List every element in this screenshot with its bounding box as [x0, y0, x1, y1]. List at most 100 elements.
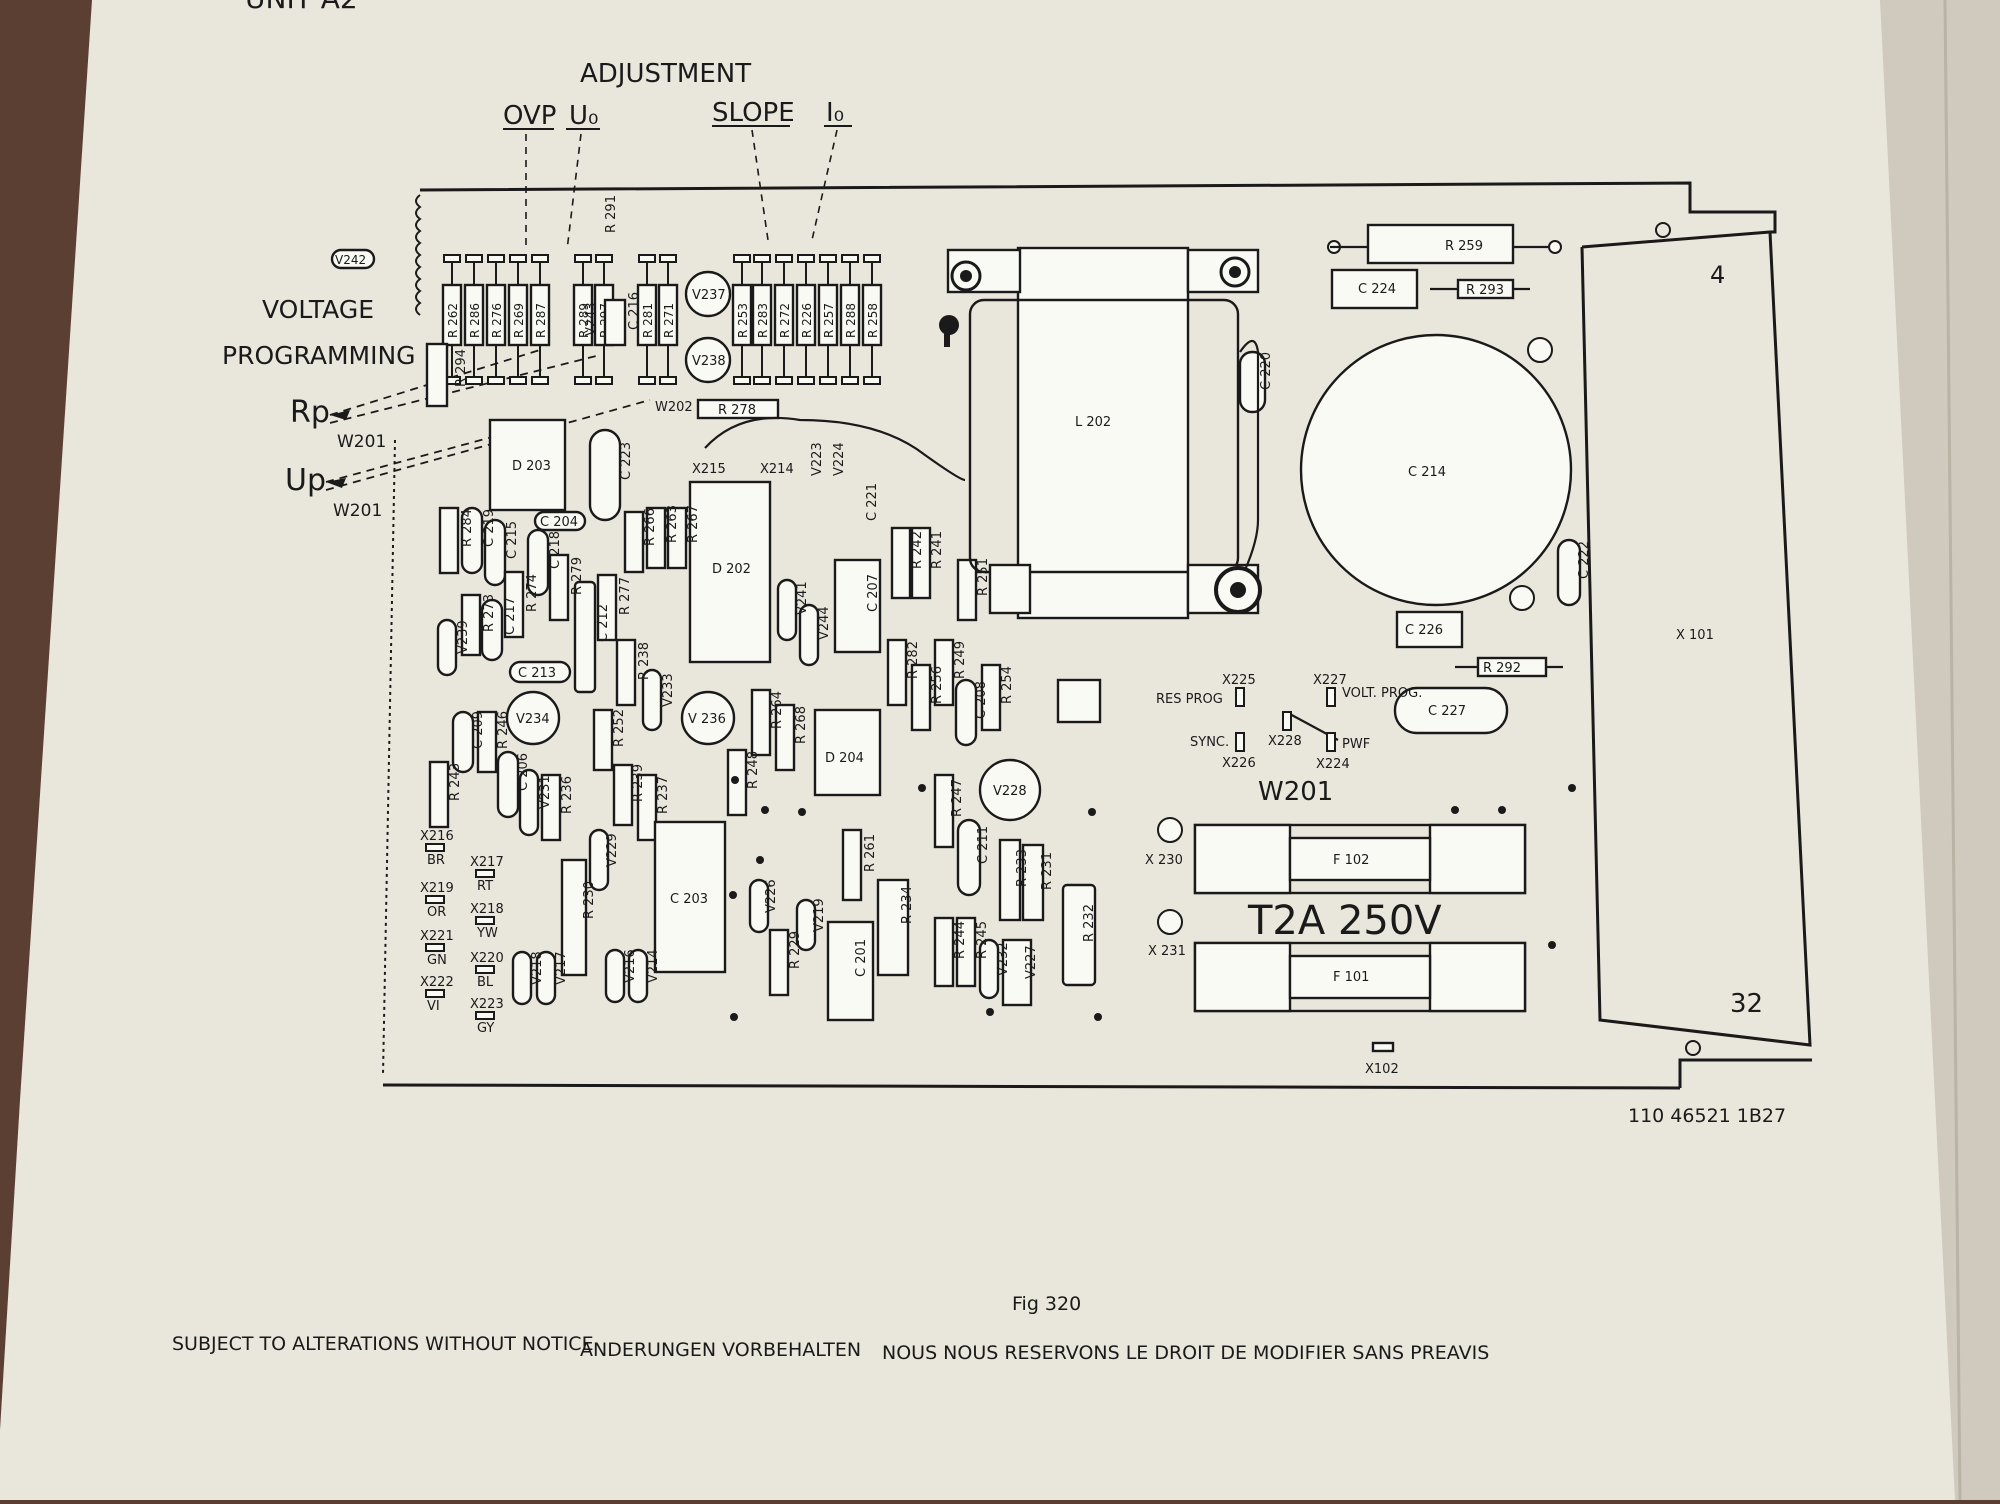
label-c216: C 216 — [627, 292, 642, 330]
connector-pin-4: 4 — [1710, 261, 1725, 289]
label-r233: R 233 — [1015, 849, 1030, 887]
label-v236: V 236 — [688, 712, 726, 727]
resistor-r271: R 271 — [657, 254, 679, 385]
resistor-r269: R 269 — [507, 254, 529, 385]
cap-c209 — [451, 710, 475, 774]
label-v244: V244 — [817, 606, 832, 640]
label-x225: X225 — [1222, 673, 1256, 688]
resistor-r226: R 226 — [795, 254, 817, 385]
label-d204: D 204 — [825, 751, 864, 766]
cap-c217 — [480, 598, 504, 662]
resistor-label: R 253 — [736, 303, 750, 338]
label-r246: R 246 — [496, 711, 511, 749]
label-v216: V216 — [623, 949, 638, 983]
label-v227: V227 — [1024, 945, 1039, 979]
transistor-v228 — [978, 758, 1042, 822]
label-r256: R 256 — [930, 666, 945, 704]
diode-v233 — [641, 668, 663, 732]
label-v238: V238 — [692, 354, 726, 369]
label-w202: W202 — [655, 400, 693, 415]
terminal-id: X217 — [470, 855, 504, 870]
adjust-slope-label: SLOPE — [712, 98, 795, 128]
inductor-l202-core — [968, 298, 1240, 574]
resistor-label: R 283 — [756, 303, 770, 338]
diode-v216 — [604, 948, 626, 1004]
w201-label-a: W201 — [337, 432, 386, 452]
label-r236: R 236 — [560, 776, 575, 814]
fuse-clip-right-f101 — [1428, 941, 1527, 1013]
cap-c201 — [826, 920, 875, 1022]
cap-c227 — [1393, 686, 1509, 735]
fuse-f102 — [1288, 836, 1432, 882]
wire-color-code: RT — [477, 879, 493, 894]
cap-c213 — [508, 660, 572, 684]
label-r294: R 294 — [454, 349, 469, 387]
pcb-outline — [382, 181, 1812, 1090]
inductor-l202 — [1016, 246, 1190, 620]
label-r264: R 264 — [770, 691, 785, 729]
resistor-r267 — [666, 506, 688, 570]
up-label: Up — [285, 463, 326, 498]
label-r242: R 242 — [910, 531, 925, 569]
label-x101: X 101 — [1676, 628, 1714, 643]
pin-x224 — [1326, 732, 1336, 752]
label-r263: R 263 — [665, 505, 680, 543]
resistor-r294 — [425, 342, 449, 408]
resistor-r236 — [540, 773, 562, 842]
connector-x102 — [1371, 1041, 1395, 1053]
label-sync: SYNC. — [1190, 735, 1229, 750]
manual-page — [0, 0, 1960, 1500]
label-c215: C 215 — [505, 521, 520, 559]
resistor-r262: R 262 — [441, 254, 463, 385]
label-c226: C 226 — [1405, 623, 1443, 638]
label-x102: X102 — [1365, 1062, 1399, 1077]
resistor-r238 — [615, 638, 637, 707]
label-r247: R 247 — [950, 779, 965, 817]
label-c221: C 221 — [865, 483, 880, 521]
resistor-label: R 269 — [512, 303, 526, 338]
resistor-label: R 271 — [662, 303, 676, 338]
resistor-r251 — [956, 558, 978, 622]
label-r278: R 278 — [718, 403, 756, 418]
cap-c204 — [533, 510, 587, 532]
label-r282: R 282 — [906, 641, 921, 679]
label-r245: R 245 — [975, 921, 990, 959]
label-r237: R 237 — [656, 776, 671, 814]
ic-d202 — [688, 480, 772, 664]
diode-v241 — [776, 578, 798, 642]
diode-v244 — [798, 603, 820, 667]
cap-c215 — [483, 518, 507, 587]
label-c217: C 217 — [503, 597, 518, 635]
terminal-id: X219 — [420, 881, 454, 896]
board-edge-squiggle — [415, 194, 422, 316]
resistor-r266 — [623, 510, 645, 574]
resistor-r257: R 257 — [817, 254, 839, 385]
resistor-r239 — [612, 763, 634, 827]
connector-pin-32: 32 — [1730, 989, 1763, 1019]
label-c213: C 213 — [518, 666, 556, 681]
wire-color-code: GY — [477, 1021, 494, 1036]
label-v241: V241 — [795, 581, 810, 615]
label-c201: C 201 — [854, 939, 869, 977]
pin-x226 — [1235, 732, 1245, 752]
fuse-clip-left-f102 — [1193, 823, 1292, 895]
resistor-r264 — [750, 688, 772, 757]
resistor-r289: R 289 — [572, 254, 594, 385]
resistor-r254 — [980, 663, 1002, 732]
wire-color-code: GN — [427, 953, 447, 968]
resistor-r244 — [933, 916, 955, 988]
cap-c208 — [954, 678, 978, 747]
label-w201-board: W201 — [1258, 777, 1333, 807]
label-r252: R 252 — [612, 709, 627, 747]
resistor-label: R 262 — [446, 303, 460, 338]
transistor-v238 — [684, 336, 732, 384]
resistor-r272: R 272 — [773, 254, 795, 385]
diode-v217 — [535, 950, 557, 1006]
resistor-r241 — [910, 526, 932, 600]
